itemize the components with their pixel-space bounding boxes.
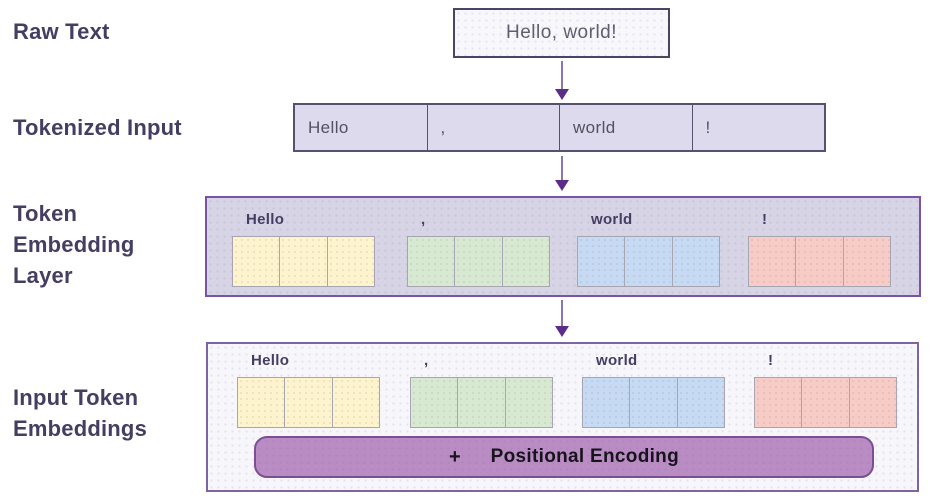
embedding-cell bbox=[457, 377, 506, 428]
token-label: world bbox=[591, 211, 633, 228]
arrow-down-icon bbox=[554, 300, 570, 337]
tokenized-input-row: Hello , world ! bbox=[293, 103, 826, 152]
embedding-cell bbox=[237, 377, 286, 428]
embedding-vector bbox=[407, 236, 550, 287]
embedding-cell bbox=[676, 377, 725, 428]
arrow-head bbox=[555, 180, 569, 191]
token-cell: , bbox=[426, 105, 560, 150]
token-label: ! bbox=[768, 352, 774, 369]
embedding-cell bbox=[331, 377, 380, 428]
embedding-cell bbox=[624, 236, 673, 287]
arrow-down-icon bbox=[554, 61, 570, 100]
embedding-cell bbox=[801, 377, 850, 428]
embedding-vector bbox=[582, 377, 725, 428]
embedding-cell bbox=[582, 377, 631, 428]
embedding-cell bbox=[410, 377, 459, 428]
embedding-group-exclamation: ! bbox=[748, 211, 894, 287]
token-label: Hello bbox=[246, 211, 285, 228]
token-label: Hello bbox=[251, 352, 290, 369]
embedding-cell bbox=[407, 236, 456, 287]
token-embedding-layer-box: Hello , world ! bbox=[205, 196, 921, 297]
raw-text-value: Hello, world! bbox=[505, 22, 618, 43]
embedding-cell bbox=[454, 236, 503, 287]
token-label: , bbox=[421, 211, 426, 228]
embedding-vector bbox=[410, 377, 553, 428]
positional-encoding-label: Positional Encoding bbox=[490, 446, 679, 467]
arrow-head bbox=[555, 89, 569, 100]
stage-label-input-token-embeddings: Input Token Embeddings bbox=[13, 385, 148, 441]
embedding-cell bbox=[848, 377, 897, 428]
embedding-cell bbox=[754, 377, 803, 428]
embedding-group-hello: Hello bbox=[232, 211, 378, 287]
token-label: , bbox=[424, 352, 429, 369]
arrow-shaft bbox=[560, 61, 564, 89]
arrow-head bbox=[555, 326, 569, 337]
embedding-cell bbox=[284, 377, 333, 428]
embedding-cell bbox=[748, 236, 797, 287]
stage-label-token-embedding-layer: Token Embedding Layer bbox=[13, 201, 135, 288]
embedding-cell bbox=[629, 377, 678, 428]
embedding-cell bbox=[795, 236, 844, 287]
input-token-embeddings-box: Hello , world ! bbox=[206, 342, 919, 492]
embedding-group-exclamation: ! bbox=[754, 352, 900, 428]
embedding-cell bbox=[232, 236, 281, 287]
embedding-vector bbox=[232, 236, 375, 287]
embedding-cell bbox=[504, 377, 553, 428]
token-cell: Hello bbox=[308, 117, 349, 137]
embedding-cell bbox=[279, 236, 328, 287]
token-cell: world bbox=[559, 105, 692, 150]
arrow-shaft bbox=[560, 300, 564, 326]
embedding-cell bbox=[671, 236, 720, 287]
embedding-cell bbox=[842, 236, 891, 287]
arrow-down-icon bbox=[554, 156, 570, 191]
plus-operator: + bbox=[448, 445, 461, 468]
embedding-group-comma: , bbox=[410, 352, 556, 428]
stage-label-tokenized-input: Tokenized Input bbox=[13, 115, 182, 140]
embedding-cell bbox=[326, 236, 375, 287]
embedding-vector bbox=[748, 236, 891, 287]
token-cell: ! bbox=[691, 105, 825, 150]
raw-text-box: Hello, world! bbox=[453, 8, 670, 58]
embedding-group-comma: , bbox=[407, 211, 553, 287]
embedding-cell bbox=[501, 236, 550, 287]
embedding-vector bbox=[237, 377, 380, 428]
stage-label-raw-text: Raw Text bbox=[13, 19, 110, 44]
arrow-shaft bbox=[560, 156, 564, 180]
embedding-group-world: world bbox=[582, 352, 728, 428]
embedding-group-hello: Hello bbox=[237, 352, 383, 428]
embedding-vector bbox=[577, 236, 720, 287]
embedding-cell bbox=[577, 236, 626, 287]
token-label: ! bbox=[762, 211, 768, 228]
embedding-vector bbox=[754, 377, 897, 428]
embedding-group-world: world bbox=[577, 211, 723, 287]
token-label: world bbox=[596, 352, 638, 369]
positional-encoding-bar: + Positional Encoding bbox=[254, 436, 874, 478]
